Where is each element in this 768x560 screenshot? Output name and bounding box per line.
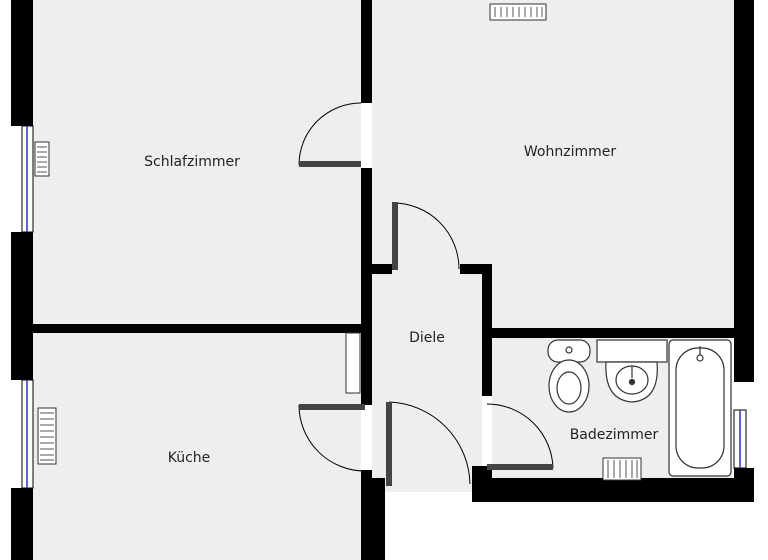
radiator-wohnzimmer bbox=[489, 3, 547, 21]
wall-kueche-diele-upper bbox=[361, 324, 372, 405]
wall-left-bottom bbox=[11, 488, 33, 560]
floor-kueche bbox=[33, 333, 361, 560]
radiator-kueche bbox=[37, 407, 57, 465]
door-schlafzimmer bbox=[298, 102, 362, 167]
door-badezimmer bbox=[486, 403, 554, 470]
label-wohnzimmer: Wohnzimmer bbox=[524, 144, 616, 160]
floor-diele-lower bbox=[384, 400, 472, 492]
washbasin bbox=[596, 339, 668, 403]
wall-wohn-diele-stub bbox=[372, 264, 392, 274]
radiator-badezimmer bbox=[602, 457, 642, 481]
wall-left-top bbox=[11, 0, 33, 126]
toilet bbox=[547, 339, 591, 413]
label-kueche: Küche bbox=[168, 450, 211, 466]
wall-right-top bbox=[734, 0, 754, 382]
kitchen-cabinet bbox=[345, 332, 361, 394]
radiator-schlafzimmer bbox=[34, 141, 50, 177]
wall-wohn-bath bbox=[482, 328, 754, 338]
wall-schlaf-kueche bbox=[33, 324, 372, 333]
wall-wohn-diele-right bbox=[460, 264, 492, 274]
door-wohnzimmer-diele bbox=[392, 202, 460, 270]
label-badezimmer: Badezimmer bbox=[570, 427, 659, 443]
label-schlafzimmer: Schlafzimmer bbox=[144, 154, 240, 170]
door-entrance bbox=[386, 401, 471, 486]
room-labels: Schlafzimmer Wohnzimmer Diele Küche Bade… bbox=[144, 144, 658, 466]
wall-left-mid bbox=[11, 232, 33, 380]
label-diele: Diele bbox=[409, 330, 445, 346]
door-kueche bbox=[298, 404, 366, 472]
bathtub bbox=[668, 339, 732, 477]
walls bbox=[11, 0, 754, 560]
wall-schlaf-wohn-upper bbox=[361, 0, 372, 103]
doors bbox=[298, 102, 554, 486]
windows bbox=[21, 125, 747, 489]
radiators bbox=[34, 3, 642, 481]
wall-kueche-diele-outer bbox=[361, 478, 385, 560]
bath-fixtures bbox=[547, 339, 732, 477]
wall-bath-bottom bbox=[472, 478, 754, 502]
wall-schlaf-wohn-lower bbox=[361, 168, 372, 328]
